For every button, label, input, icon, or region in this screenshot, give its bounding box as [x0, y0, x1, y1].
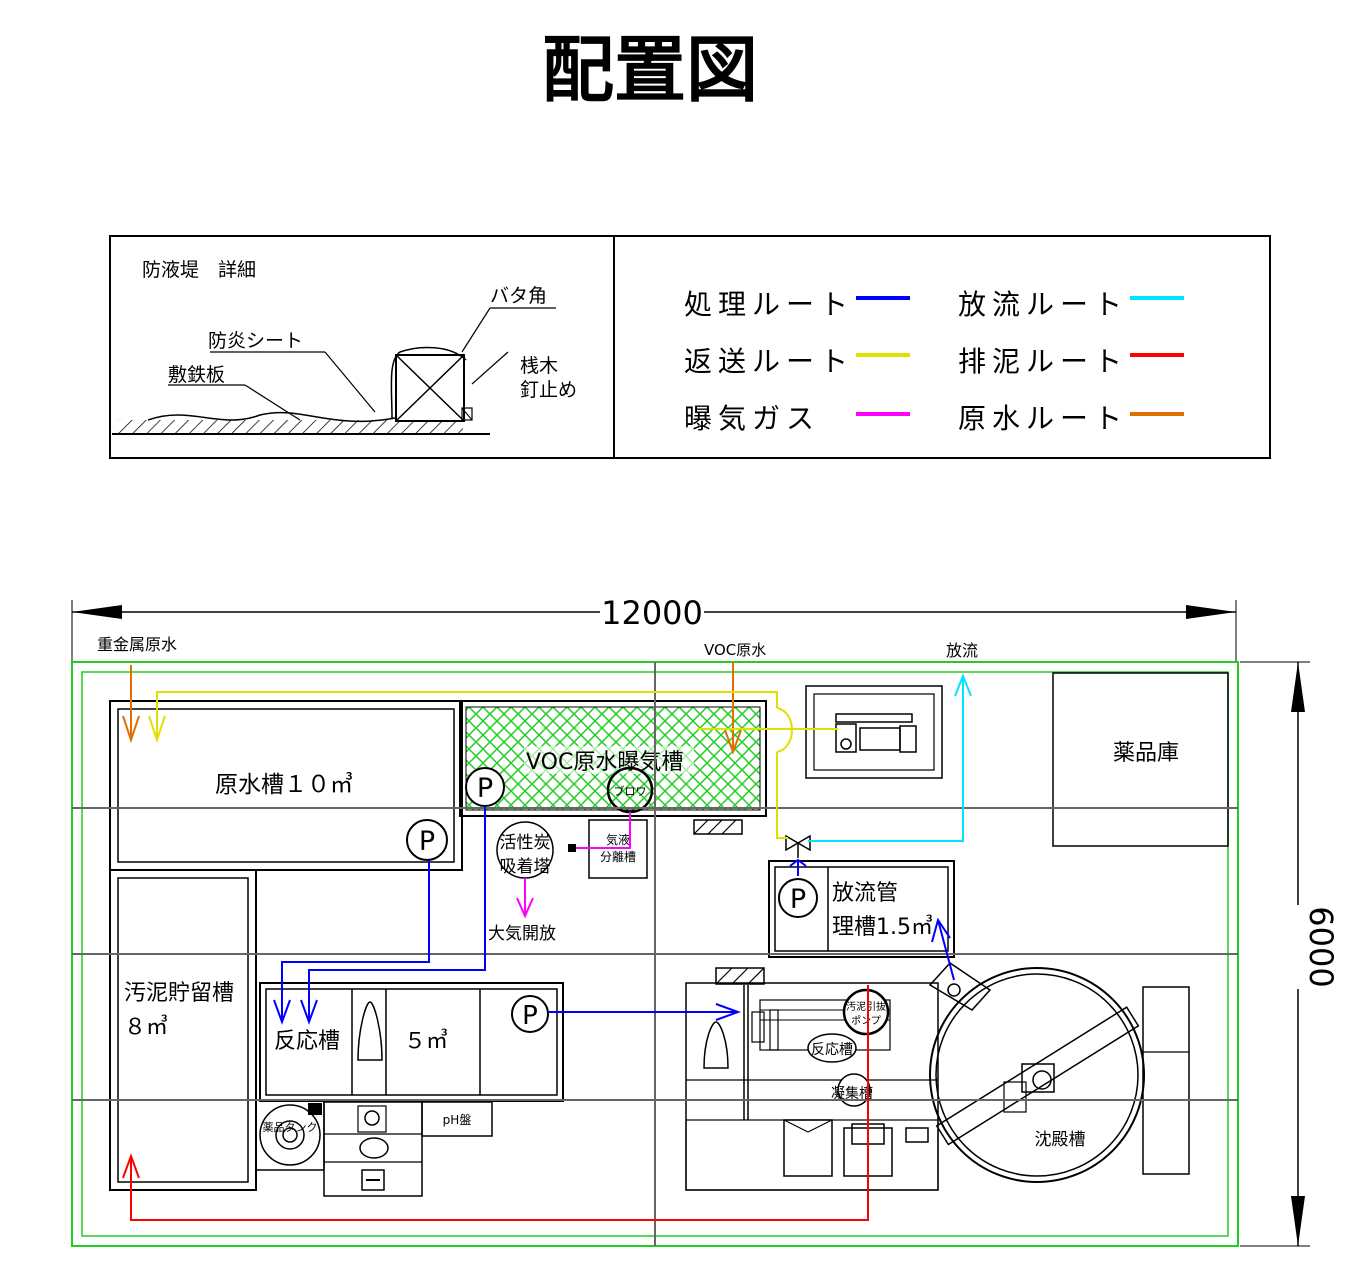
discharge-tank-label-2: 理槽1.5㎥ [832, 914, 933, 940]
pump-icon [406, 819, 448, 861]
treatment-route [273, 806, 955, 1025]
ph-label: pH盤 [443, 1113, 472, 1127]
discharge-tank [768, 860, 955, 958]
ph-panel [421, 1101, 493, 1137]
coagulation-label: 凝集槽 [831, 1085, 873, 1102]
sludge-pump-label-1: 汚泥引抜 [846, 1000, 886, 1013]
reaction-small-label: 反応槽 [811, 1042, 853, 1058]
bata-beam-icon [395, 354, 465, 422]
sludge-label-2: ８㎥ [124, 1014, 168, 1040]
sludge-route [122, 985, 869, 1221]
raw-tank-label: 原水槽１０㎥ [215, 771, 353, 798]
reaction-label: 反応槽 [274, 1029, 340, 1054]
detail-stake1: 桟木 [520, 355, 558, 377]
heavy-metal-label: 重金属原水 [97, 635, 177, 654]
dimension-width-label: 12000 [601, 594, 703, 632]
aeration-gas-route [516, 812, 631, 919]
dimension-height: 6000 [1240, 661, 1340, 1247]
detail-stake2: 釘止め [520, 379, 577, 401]
reaction-volume-label: ５㎥ [404, 1028, 448, 1054]
settling-label: 沈殿槽 [1035, 1130, 1086, 1150]
agitator-icon [357, 1001, 383, 1061]
pump-icon [778, 878, 818, 918]
treatment-unit: 汚泥引抜 ポンプ 反応槽 凝集槽 [685, 967, 939, 1191]
chem-tank-label: 薬品タンク [263, 1121, 318, 1134]
legend-label-1: 返送ルート [684, 345, 854, 378]
grid-lines [72, 662, 1238, 1246]
info-frame [109, 235, 1271, 459]
legend-label-2: 曝気ガス [684, 402, 820, 435]
return-route [148, 691, 838, 839]
sludge-storage-tank [109, 869, 257, 1191]
control-unit [805, 685, 943, 779]
detail-heading: 防液堤 詳細 [142, 259, 256, 281]
carbon-label-2: 吸着塔 [500, 857, 551, 877]
sludge-pump-label-2: ポンプ [851, 1015, 881, 1027]
raw-water-tank [109, 700, 463, 871]
chemical-tank-icon [259, 1104, 321, 1166]
dike-detail: 防液堤 詳細 バタ角 防炎シート 敷鉄板 桟木 釘止め [112, 259, 577, 435]
route-legend: 処理ルート 返送ルート 曝気ガス 放流ルート 排泥ルート 原水ルート [684, 288, 1184, 435]
settling-tank: 沈殿槽 [928, 962, 1190, 1183]
chemical-storage [1052, 672, 1229, 847]
sludge-label-1: 汚泥貯留槽 [124, 981, 234, 1006]
storage-label: 薬品庫 [1113, 741, 1179, 766]
dimension-width: 12000 [71, 594, 1237, 662]
sludge-pump-icon [842, 988, 890, 1036]
pump-label: P [477, 773, 493, 804]
discharge-tank-label-1: 放流管 [832, 881, 898, 906]
voc-tank-label: VOC原水曝気槽 [526, 750, 683, 775]
legend-label-3: 放流ルート [958, 288, 1128, 321]
legend-label-5: 原水ルート [958, 402, 1128, 435]
atmos-label: 大気開放 [488, 924, 556, 944]
raw-water-route [122, 662, 742, 755]
voc-raw-label: VOC原水 [704, 641, 766, 659]
detail-bata: バタ角 [490, 285, 547, 307]
pump-icon [511, 995, 549, 1033]
page-title: 配置図 [542, 28, 758, 112]
pump-label: P [419, 826, 435, 857]
discharge-route [808, 673, 972, 842]
blower-label: ブロワ [614, 784, 647, 798]
pump-label: P [790, 884, 806, 915]
detail-plate: 敷鉄板 [168, 364, 225, 386]
discharge-label: 放流 [946, 641, 978, 660]
legend-label-0: 処理ルート [684, 288, 854, 321]
separator-label-2: 分離槽 [600, 850, 636, 864]
carbon-label-1: 活性炭 [500, 833, 551, 853]
voc-aeration-tank [459, 700, 767, 817]
separator-label-1: 気液 [606, 832, 630, 847]
pump-label: P [522, 1001, 538, 1031]
legend-label-4: 排泥ルート [958, 345, 1128, 378]
detail-sheet: 防炎シート [208, 330, 303, 352]
dimension-height-label: 6000 [1302, 906, 1340, 987]
